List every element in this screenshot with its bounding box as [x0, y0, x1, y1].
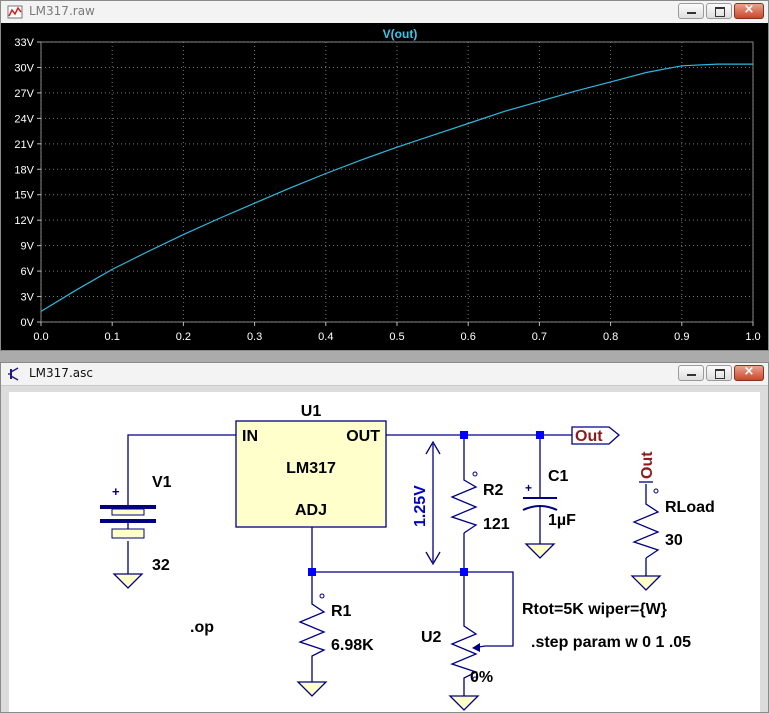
r1-value: 6.98K [331, 637, 374, 654]
maximize-button[interactable] [706, 3, 732, 19]
x-tick-label: 0.5 [389, 331, 404, 343]
u1-name: U1 [301, 403, 322, 420]
u2-potentiometer[interactable]: U2 0% Rtot=5K wiper={W} [421, 601, 667, 686]
out-flag-label: Out [575, 428, 603, 445]
y-tick-label: 30V [14, 62, 34, 74]
close-icon: × [743, 2, 755, 17]
y-tick-label: 9V [21, 241, 35, 253]
y-tick-label: 21V [14, 139, 34, 151]
minimize-icon [687, 374, 696, 376]
v1-source[interactable]: + V1 32 [100, 474, 172, 574]
x-tick-label: 0.3 [247, 331, 262, 343]
y-tick-label: 12V [14, 215, 34, 227]
close-button[interactable]: × [734, 364, 764, 381]
c1-name: C1 [548, 468, 569, 485]
u1-pin-in: IN [242, 428, 258, 445]
u2-params: Rtot=5K wiper={W} [522, 601, 667, 618]
y-tick-label: 18V [14, 164, 34, 176]
x-tick-label: 0.0 [33, 331, 48, 343]
ground-symbols [112, 543, 662, 711]
u2-name: U2 [421, 629, 442, 646]
schematic-canvas[interactable]: U1 IN OUT LM317 ADJ + V1 32 [9, 392, 760, 712]
x-tick-label: 0.2 [176, 331, 191, 343]
y-tick-label: 24V [14, 113, 34, 125]
rload-resistor[interactable]: Out RLoad 30 [632, 451, 715, 559]
ground-icon [112, 573, 144, 589]
r2-resistor[interactable]: R2 121 [450, 471, 510, 534]
trace-vout[interactable] [40, 63, 753, 312]
schematic-window: LM317.asc × [0, 362, 769, 713]
op-directive[interactable]: .op [190, 619, 214, 636]
v1-name: V1 [152, 474, 172, 491]
maximize-icon [715, 7, 725, 17]
transistor-icon [8, 367, 19, 381]
u1-part: LM317 [286, 460, 336, 477]
x-tick-label: 0.9 [674, 331, 689, 343]
out-net-flag[interactable]: Out [571, 426, 621, 445]
rload-value: 30 [665, 532, 683, 549]
close-icon: × [743, 364, 755, 379]
voltage-note: 1.25V [412, 485, 429, 527]
wires [127, 434, 647, 696]
minimize-button[interactable] [678, 365, 704, 381]
x-tick-label: 0.8 [603, 331, 618, 343]
u1-lm317[interactable]: U1 IN OUT LM317 ADJ [235, 403, 387, 528]
minimize-button[interactable] [678, 3, 704, 19]
junction-dot [460, 431, 468, 439]
ground-icon [448, 695, 480, 711]
u2-value: 0% [470, 669, 493, 686]
step-directive[interactable]: .step param w 0 1 .05 [531, 634, 691, 651]
v1-plus: + [112, 484, 120, 499]
junction-dot [536, 431, 544, 439]
c1-capacitor[interactable]: + C1 1µF [522, 468, 576, 529]
rload-name: RLoad [665, 499, 715, 516]
wiper-arrow-icon [472, 643, 480, 652]
plot-window-titlebar[interactable]: LM317.raw × [1, 1, 768, 24]
y-tick-label: 27V [14, 88, 34, 100]
x-tick-label: 0.4 [318, 331, 333, 343]
maximize-icon [715, 369, 725, 379]
y-tick-label: 33V [14, 37, 34, 49]
ground-icon [296, 681, 328, 697]
y-tick-label: 15V [14, 190, 34, 202]
v1-value: 32 [152, 557, 170, 574]
rload-net-label: Out [639, 451, 656, 479]
minimize-icon [687, 12, 696, 14]
schematic-window-titlebar[interactable]: LM317.asc × [1, 363, 768, 386]
x-tick-label: 0.1 [105, 331, 120, 343]
c1-plus: + [525, 481, 532, 495]
ground-icon [630, 575, 662, 591]
u1-pin-out: OUT [346, 428, 380, 445]
junction-dot [460, 568, 468, 576]
plot-window: LM317.raw × V(out) 0V 3V 6V 9V 12V 15V 18V 21V 2… [0, 0, 769, 351]
r1-name: R1 [331, 603, 352, 620]
junction-dot [308, 568, 316, 576]
ground-icon [524, 543, 556, 559]
waveform-plot[interactable]: V(out) 0V3V6V9V12V15V18V21V24V27V30V33V … [1, 23, 768, 350]
r2-value: 121 [483, 516, 510, 533]
y-tick-label: 0V [21, 317, 35, 329]
y-tick-label: 3V [21, 292, 35, 304]
c1-value: 1µF [548, 512, 576, 529]
x-tick-label: 1.0 [745, 331, 760, 343]
plot-window-title: LM317.raw [29, 4, 95, 18]
maximize-button[interactable] [706, 365, 732, 381]
voltage-annotation: 1.25V [412, 440, 441, 566]
y-tick-label: 6V [21, 266, 35, 278]
trace-label[interactable]: V(out) [383, 27, 418, 41]
r2-name: R2 [483, 482, 504, 499]
r1-resistor[interactable]: R1 6.98K [298, 593, 374, 662]
schematic-window-title: LM317.asc [29, 366, 93, 380]
junctions [308, 431, 544, 576]
x-tick-label: 0.7 [532, 331, 547, 343]
close-button[interactable]: × [734, 2, 764, 19]
u1-pin-adj: ADJ [295, 502, 327, 519]
x-tick-label: 0.6 [461, 331, 476, 343]
waveform-icon [7, 5, 23, 19]
